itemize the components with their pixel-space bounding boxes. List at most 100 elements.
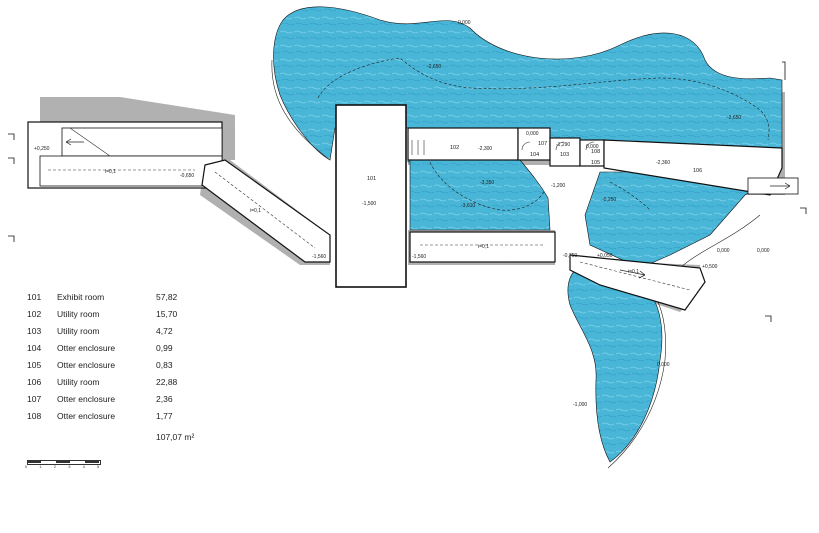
room-number: 107 — [27, 394, 42, 404]
section-mark-1 — [8, 133, 15, 140]
scale-label: 0 — [25, 464, 28, 469]
room-name: Utility room — [57, 326, 100, 336]
room-area: 0,83 — [156, 360, 173, 370]
schedule-row: 104 Otter enclosure 0,99 — [27, 343, 227, 355]
ramp-centerline-diag — [214, 171, 316, 249]
room-name: Otter enclosure — [57, 360, 116, 370]
room-name: Otter enclosure — [57, 343, 116, 353]
label-103: 103 — [560, 152, 569, 158]
room-name: Otter enclosure — [57, 411, 116, 421]
scale-label: 4 — [82, 464, 85, 469]
room-area: 57,82 — [156, 292, 178, 302]
room-102 — [407, 127, 519, 161]
scale-label: 3 — [68, 464, 71, 469]
shore-edge-east — [679, 214, 761, 269]
room-number: 103 — [27, 326, 42, 336]
building-walls — [27, 104, 799, 311]
room-area: 15,70 — [156, 309, 178, 319]
total-area: 107,07 m² — [156, 432, 195, 442]
schedule-row: 105 Otter enclosure 0,83 — [27, 360, 227, 372]
label-108: 108 — [591, 149, 600, 155]
contour-north-shelf — [317, 57, 770, 141]
label-102: 102 — [450, 145, 459, 151]
level-m2650-a: -2,650 — [427, 64, 441, 70]
level-m2360: -2,360 — [656, 160, 670, 166]
label-104: 104 — [530, 152, 539, 158]
schedule-row: 101 Exhibit room 57,82 — [27, 292, 227, 304]
level-m2300: -2,300 — [478, 146, 492, 152]
room-108-105 — [579, 139, 605, 167]
room-area: 2,36 — [156, 394, 173, 404]
section-mark-3 — [8, 235, 15, 242]
scale-bar-segment — [84, 460, 99, 463]
label-101: 101 — [367, 176, 376, 182]
arrow-west-entrance — [65, 138, 84, 146]
section-mark-east-low — [765, 315, 772, 322]
level-m0750: -0,750 — [563, 253, 577, 259]
label-106: 106 — [693, 168, 702, 174]
section-mark-2 — [8, 157, 15, 164]
level-m1290: -1,290 — [556, 142, 570, 148]
level-m0650: -0,650 — [180, 173, 194, 179]
level-m2650-b: -2,650 — [727, 115, 741, 121]
room-area: 22,88 — [156, 377, 178, 387]
slope-d: i=0,1 — [628, 269, 639, 275]
corridor-south — [409, 231, 556, 263]
arrow-ramp-east — [619, 269, 646, 279]
detail-lines — [48, 127, 691, 291]
label-107: 107 — [538, 141, 547, 147]
section-mark-east-mid — [800, 207, 807, 214]
scale-bar-segment — [55, 460, 71, 463]
scale-bar: 0 1 2 3 4 5 — [25, 458, 102, 470]
level-m3610: -3,610 — [461, 203, 475, 209]
room-number: 101 — [27, 292, 42, 302]
room-name: Utility room — [57, 377, 100, 387]
contour-east-basin — [609, 181, 651, 211]
room-number: 106 — [27, 377, 42, 387]
level-m1500: -1,500 — [362, 201, 376, 207]
level-0000-top: 0,000 — [526, 131, 539, 137]
room-103 — [549, 137, 581, 167]
ramp-diagonal — [201, 159, 331, 263]
ramp-east — [569, 254, 706, 311]
level-0000-r: 0,000 — [458, 20, 471, 26]
level-0000-b2: 0,000 — [757, 248, 770, 254]
level-m1200: -1,200 — [551, 183, 565, 189]
level-p0250-left: +0,250 — [34, 146, 50, 152]
room-name: Otter enclosure — [57, 394, 116, 404]
level-0000-b1: 0,000 — [717, 248, 730, 254]
contour-central-basin — [429, 161, 546, 211]
level-p0500: +0,500 — [702, 264, 718, 270]
section-mark-east-top — [782, 61, 786, 80]
level-m3350: -3,350 — [480, 180, 494, 186]
ramp-centerline-east — [579, 261, 691, 291]
level-m1560-a: -1,560 — [312, 254, 326, 260]
level-m1000: -1,000 — [573, 402, 587, 408]
schedule-row: 106 Utility room 22,88 — [27, 377, 227, 389]
room-area: 4,72 — [156, 326, 173, 336]
room-area: 0,99 — [156, 343, 173, 353]
room-101 — [335, 104, 407, 288]
room-west-wing-lower — [39, 155, 223, 187]
room-name: Exhibit room — [57, 292, 105, 302]
shore-edge-north — [271, 59, 331, 161]
room-number: 108 — [27, 411, 42, 421]
arrow-exit-east — [770, 182, 791, 190]
door-swing-105 — [585, 141, 595, 151]
scale-label: 2 — [53, 464, 57, 469]
room-number: 104 — [27, 343, 42, 353]
slope-c: i=0,1 — [478, 244, 489, 250]
scale-bar-segment — [27, 460, 42, 463]
level-tags: 101 -1,500 102 -2,300 107 104 103 108 10… — [34, 20, 770, 408]
pool-central-basin — [409, 159, 551, 231]
room-name: Utility room — [57, 309, 100, 319]
room-number: 105 — [27, 360, 42, 370]
door-swing-103 — [555, 141, 565, 151]
room-west-wing-upper — [61, 127, 223, 157]
schedule-row: 107 Otter enclosure 2,36 — [27, 394, 227, 406]
scale-label: 5 — [97, 464, 100, 469]
level-0000-pond: 0,000 — [657, 362, 670, 368]
level-p0050: +0,050 — [597, 253, 613, 259]
arrow-markers — [65, 138, 791, 279]
